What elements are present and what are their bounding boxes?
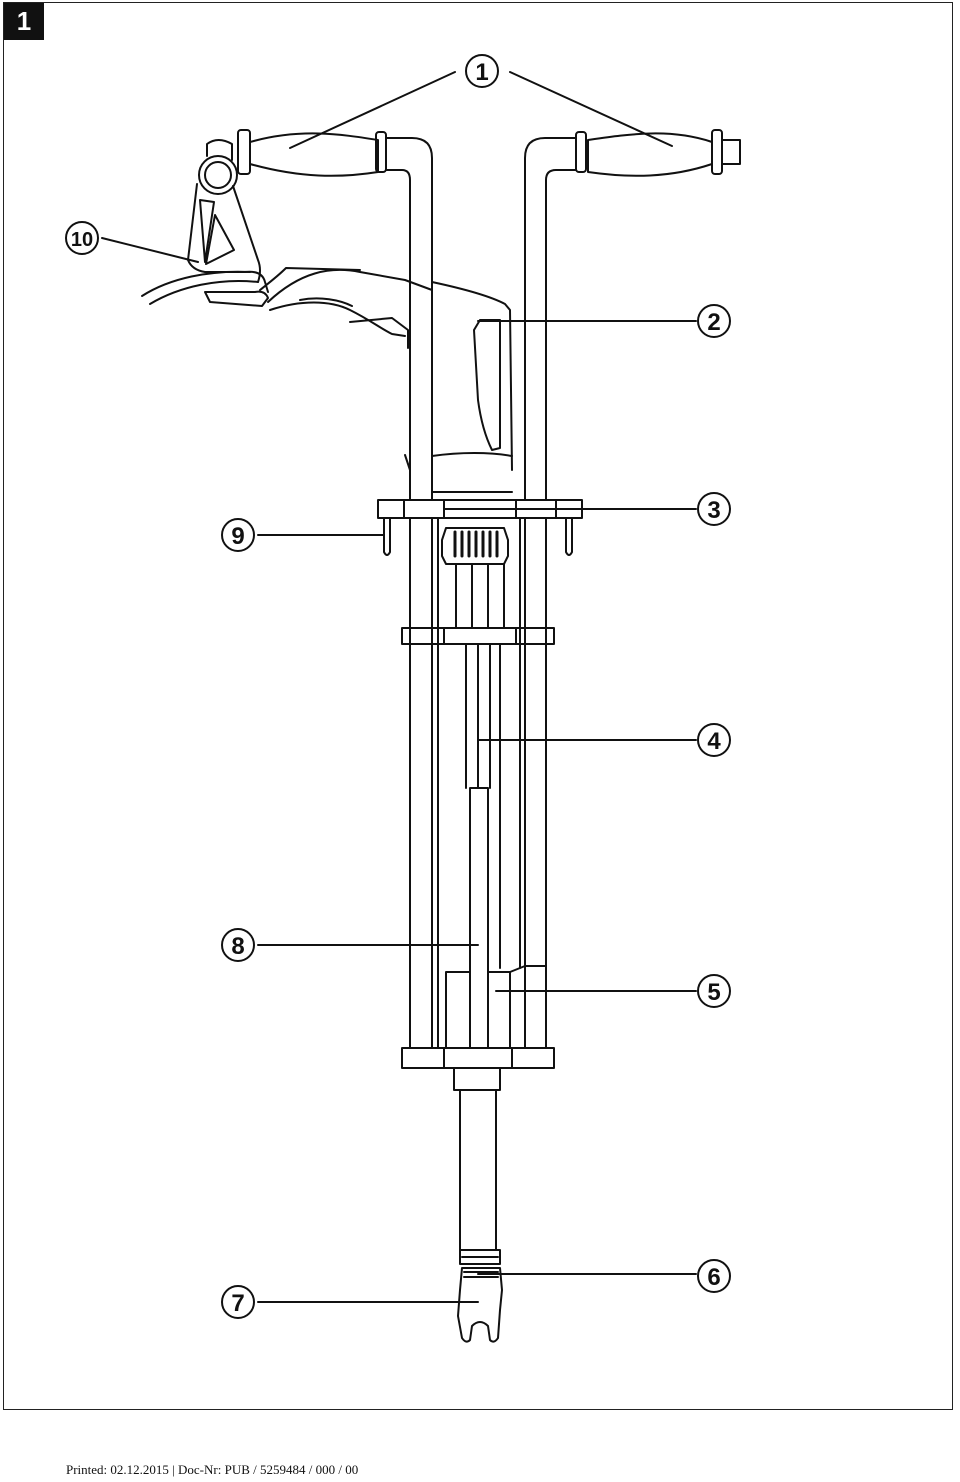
svg-text:6: 6 (707, 1264, 720, 1291)
print-footer: Printed: 02.12.2015 | Doc-Nr: PUB / 5259… (66, 1462, 359, 1477)
svg-text:7: 7 (231, 1290, 244, 1317)
lower-clamp (445, 965, 547, 1049)
callouts: 1 2 3 4 5 6 7 8 9 10 (65, 54, 731, 1319)
svg-text:10: 10 (71, 229, 93, 251)
callout-4: 4 (697, 723, 731, 757)
svg-text:8: 8 (231, 933, 244, 960)
svg-text:3: 3 (707, 497, 720, 524)
breaker-body (259, 267, 513, 493)
hook-assembly (141, 139, 269, 307)
callout-9: 9 (221, 518, 255, 552)
svg-text:5: 5 (707, 979, 720, 1006)
inner-tube (469, 787, 489, 1049)
drive-rod (465, 643, 501, 969)
callout-10: 10 (65, 221, 99, 255)
bottom-plate (401, 1047, 555, 1069)
callout-1: 1 (465, 54, 499, 88)
handle-frame (237, 129, 741, 501)
leader-1b (509, 71, 673, 147)
guide-tubes (409, 517, 547, 1049)
svg-text:1: 1 (475, 59, 488, 86)
callout-3: 3 (697, 492, 731, 526)
svg-text:9: 9 (231, 523, 244, 550)
figure-number-badge: 1 (4, 3, 44, 40)
leader-lines (101, 71, 697, 1303)
tool-tip (457, 1267, 503, 1343)
chuck (441, 527, 509, 629)
page-frame (3, 2, 953, 1410)
callout-2: 2 (697, 304, 731, 338)
callout-6: 6 (697, 1259, 731, 1293)
lower-shaft (453, 1067, 501, 1265)
callout-8: 8 (221, 928, 255, 962)
callout-5: 5 (697, 974, 731, 1008)
callout-7: 7 (221, 1285, 255, 1319)
leader-10 (101, 237, 199, 263)
leader-1a (289, 71, 456, 149)
svg-text:4: 4 (707, 728, 721, 755)
svg-text:2: 2 (707, 309, 720, 336)
middle-plate (401, 627, 555, 645)
